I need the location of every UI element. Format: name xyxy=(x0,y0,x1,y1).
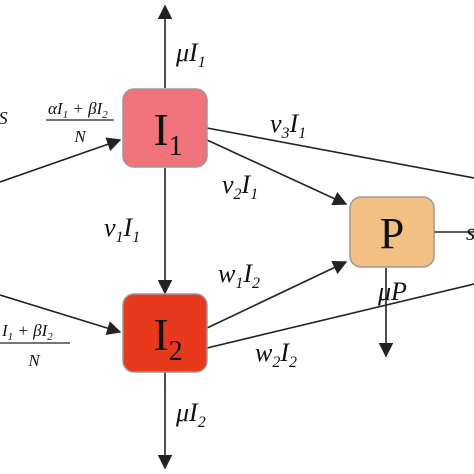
node-i1-box xyxy=(122,88,208,168)
inflow-bottom-numerator: I1 + βI2 xyxy=(1,321,53,343)
line-i2-w2-out xyxy=(206,283,474,349)
line-i1-v3-out xyxy=(206,127,474,179)
arrow-inflow-to-i2 xyxy=(0,294,122,336)
inflow-bottom-denominator: N xyxy=(27,351,41,370)
arrow-inflow-to-i1 xyxy=(0,137,122,183)
node-p-box xyxy=(349,196,435,268)
node-p-label: P xyxy=(380,209,404,258)
inflow-formula-top: ρS αI1 + βI2 N xyxy=(0,99,114,146)
label-v2-i1: v2I1 xyxy=(222,170,258,203)
inflow-formula-bottom: I1 + βI2 N xyxy=(0,321,70,370)
node-i1-label: I1 xyxy=(153,104,182,162)
label-p-outflow-cropped: s xyxy=(466,220,474,246)
node-i2-label: I2 xyxy=(153,309,182,367)
label-mu-i1: μI1 xyxy=(175,38,206,71)
inflow-top-numerator: αI1 + βI2 xyxy=(48,99,108,121)
label-v1-i1: v1I1 xyxy=(104,213,140,246)
arrow-i1-to-p xyxy=(206,139,348,206)
label-mu-p: μP xyxy=(377,277,407,306)
label-w1-i2: w1I2 xyxy=(218,259,260,292)
label-v3-i1: v3I1 xyxy=(270,109,306,142)
node-i2-box xyxy=(122,293,208,373)
inflow-top-denominator: N xyxy=(73,127,87,146)
label-mu-i2: μI2 xyxy=(175,398,206,431)
arrow-i2-to-p xyxy=(206,261,348,329)
label-w2-i2: w2I2 xyxy=(255,338,297,371)
inflow-top-prefix: ρS xyxy=(0,108,8,128)
